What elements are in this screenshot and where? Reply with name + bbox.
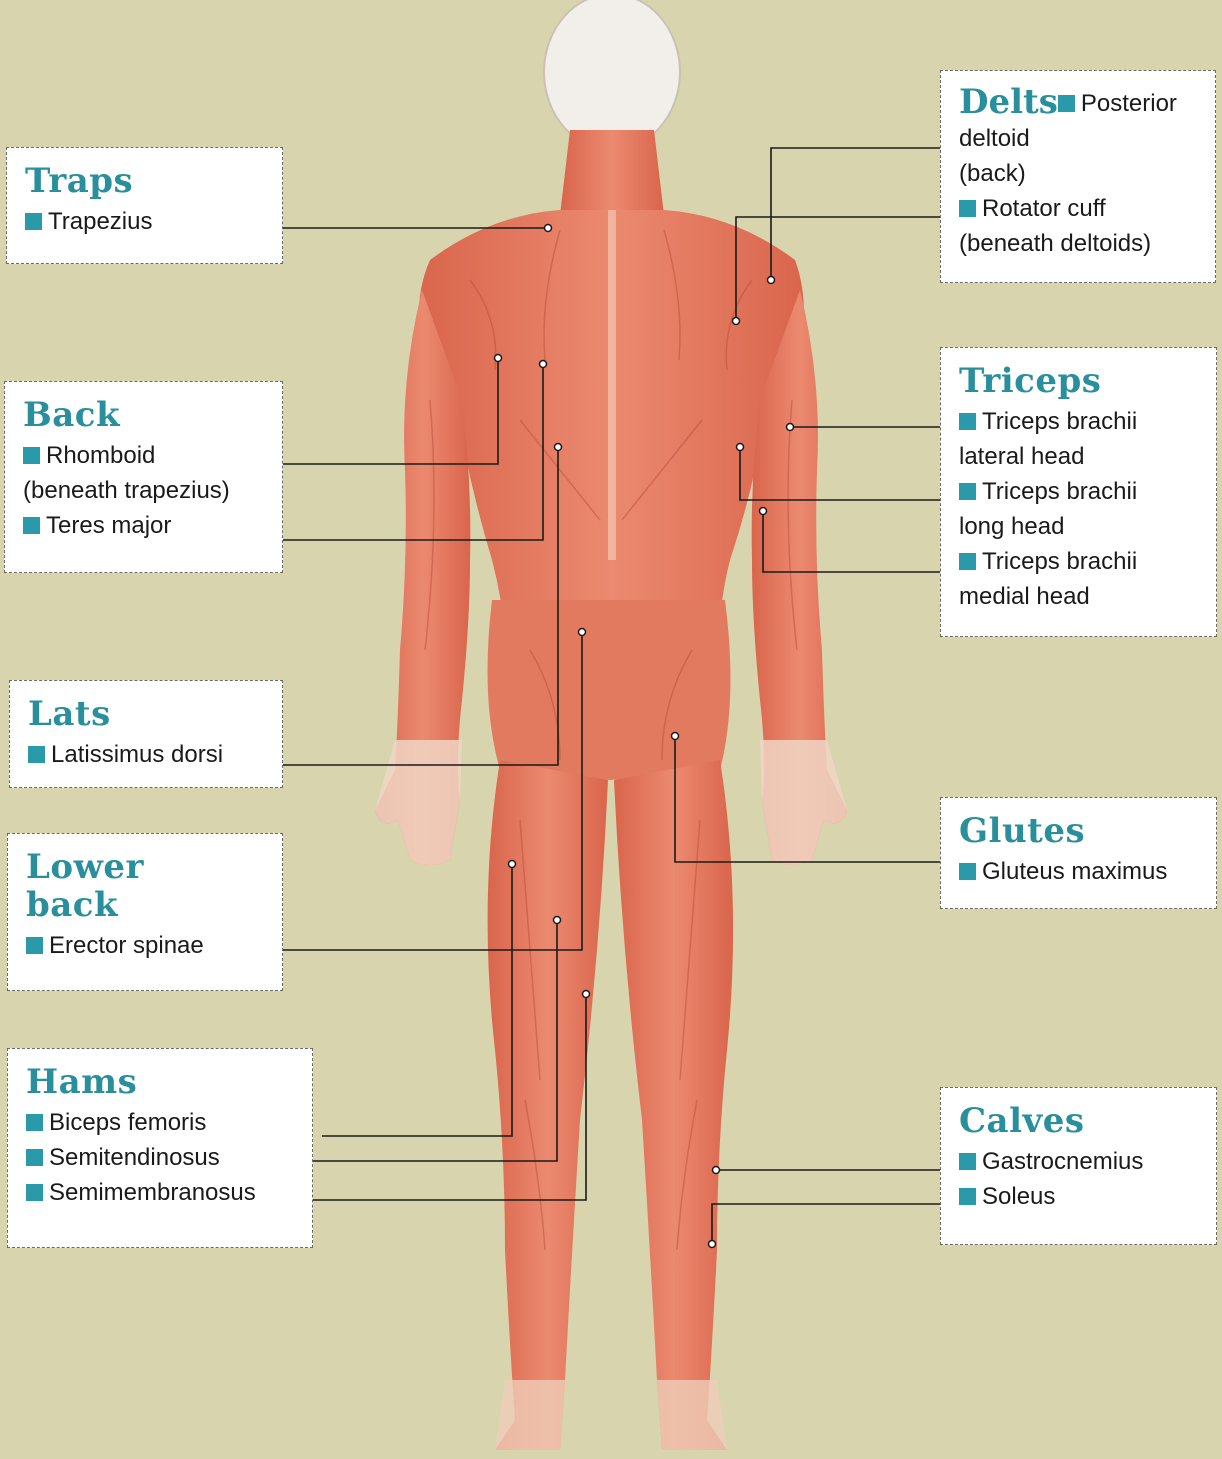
label-item-rotator-cuff: Rotator cuff xyxy=(959,191,1199,226)
label-title-triceps: Triceps xyxy=(959,362,1200,400)
bullet-square-icon xyxy=(959,1153,976,1170)
label-box-calves: Calves Gastrocnemius Soleus xyxy=(940,1087,1217,1245)
dot-gastrocnemius xyxy=(713,1167,720,1174)
bullet-square-icon xyxy=(1058,95,1075,112)
bullet-square-icon xyxy=(25,213,42,230)
dot-triceps-medial xyxy=(760,508,767,515)
dot-triceps-lateral xyxy=(787,424,794,431)
label-title-lats: Lats xyxy=(28,695,266,733)
label-title-delts: Delts xyxy=(959,82,1058,122)
label-box-lower-back: Lower back Erector spinae xyxy=(7,833,283,991)
label-box-lats: Lats Latissimus dorsi xyxy=(9,680,283,788)
bullet-square-icon xyxy=(23,517,40,534)
bullet-square-icon xyxy=(23,447,40,464)
label-item-gastrocnemius: Gastrocnemius xyxy=(959,1144,1200,1179)
label-title-calves: Calves xyxy=(959,1102,1200,1140)
label-item-soleus: Soleus xyxy=(959,1179,1200,1214)
dot-triceps-long xyxy=(737,444,744,451)
head-icon xyxy=(544,0,680,150)
dot-latissimus xyxy=(555,444,562,451)
bullet-square-icon xyxy=(26,1114,43,1131)
dot-gluteus xyxy=(672,733,679,740)
dot-rhomboid xyxy=(495,355,502,362)
dot-biceps-femoris xyxy=(509,861,516,868)
label-item-semitendinosus: Semitendinosus xyxy=(26,1140,296,1175)
bullet-square-icon xyxy=(28,746,45,763)
dot-teres-major xyxy=(540,361,547,368)
label-box-back: Back Rhomboid (beneath trapezius) Teres … xyxy=(4,381,283,573)
label-item-biceps-femoris: Biceps femoris xyxy=(26,1105,296,1140)
label-item-triceps-medial: Triceps brachii xyxy=(959,544,1200,579)
label-item-triceps-lateral: Triceps brachii xyxy=(959,404,1200,439)
label-item-rhomboid-note: (beneath trapezius) xyxy=(23,473,266,508)
bullet-square-icon xyxy=(26,1149,43,1166)
label-title-glutes: Glutes xyxy=(959,812,1200,850)
label-item-triceps-long: Triceps brachii xyxy=(959,474,1200,509)
label-item-triceps-long-head: long head xyxy=(959,509,1200,544)
label-title-hams: Hams xyxy=(26,1063,296,1101)
dot-semitendinosus xyxy=(554,917,561,924)
label-item-deltoid: deltoid xyxy=(959,121,1199,156)
label-item-gluteus: Gluteus maximus xyxy=(959,854,1200,889)
dot-trapezius xyxy=(545,225,552,232)
leader-posterior-deltoid xyxy=(771,148,940,280)
label-title-lower-back: Lower back xyxy=(26,848,176,924)
label-item-teres-major: Teres major xyxy=(23,508,266,543)
label-item-triceps-lateral-head: lateral head xyxy=(959,439,1200,474)
bullet-square-icon xyxy=(959,1188,976,1205)
bullet-square-icon xyxy=(26,937,43,954)
label-box-hams: Hams Biceps femoris Semitendinosus Semim… xyxy=(7,1048,313,1248)
bullet-square-icon xyxy=(959,413,976,430)
bullet-square-icon xyxy=(959,553,976,570)
leader-soleus xyxy=(712,1204,940,1244)
dot-rotator-cuff xyxy=(733,318,740,325)
label-item-rhomboid: Rhomboid xyxy=(23,438,266,473)
label-item-rotator-note: (beneath deltoids) xyxy=(959,226,1199,261)
bullet-square-icon xyxy=(959,200,976,217)
label-title-traps: Traps xyxy=(25,162,266,200)
dot-semimembranosus xyxy=(583,991,590,998)
bullet-square-icon xyxy=(959,863,976,880)
label-item-triceps-medial-head: medial head xyxy=(959,579,1200,614)
dot-soleus xyxy=(709,1241,716,1248)
label-item-semimembranosus: Semimembranosus xyxy=(26,1175,296,1210)
label-item-back-note: (back) xyxy=(959,156,1199,191)
dot-posterior-deltoid xyxy=(768,277,775,284)
bullet-square-icon xyxy=(26,1184,43,1201)
leader-biceps-femoris xyxy=(322,864,512,1136)
label-item-trapezius: Trapezius xyxy=(25,204,266,239)
label-item-erector: Erector spinae xyxy=(26,928,266,963)
dot-erector xyxy=(579,629,586,636)
label-box-glutes: Glutes Gluteus maximus xyxy=(940,797,1217,909)
label-box-traps: Traps Trapezius xyxy=(6,147,283,264)
bullet-square-icon xyxy=(959,483,976,500)
label-title-back: Back xyxy=(23,396,266,434)
label-item-latissimus: Latissimus dorsi xyxy=(28,737,266,772)
label-box-triceps: Triceps Triceps brachii lateral head Tri… xyxy=(940,347,1217,637)
